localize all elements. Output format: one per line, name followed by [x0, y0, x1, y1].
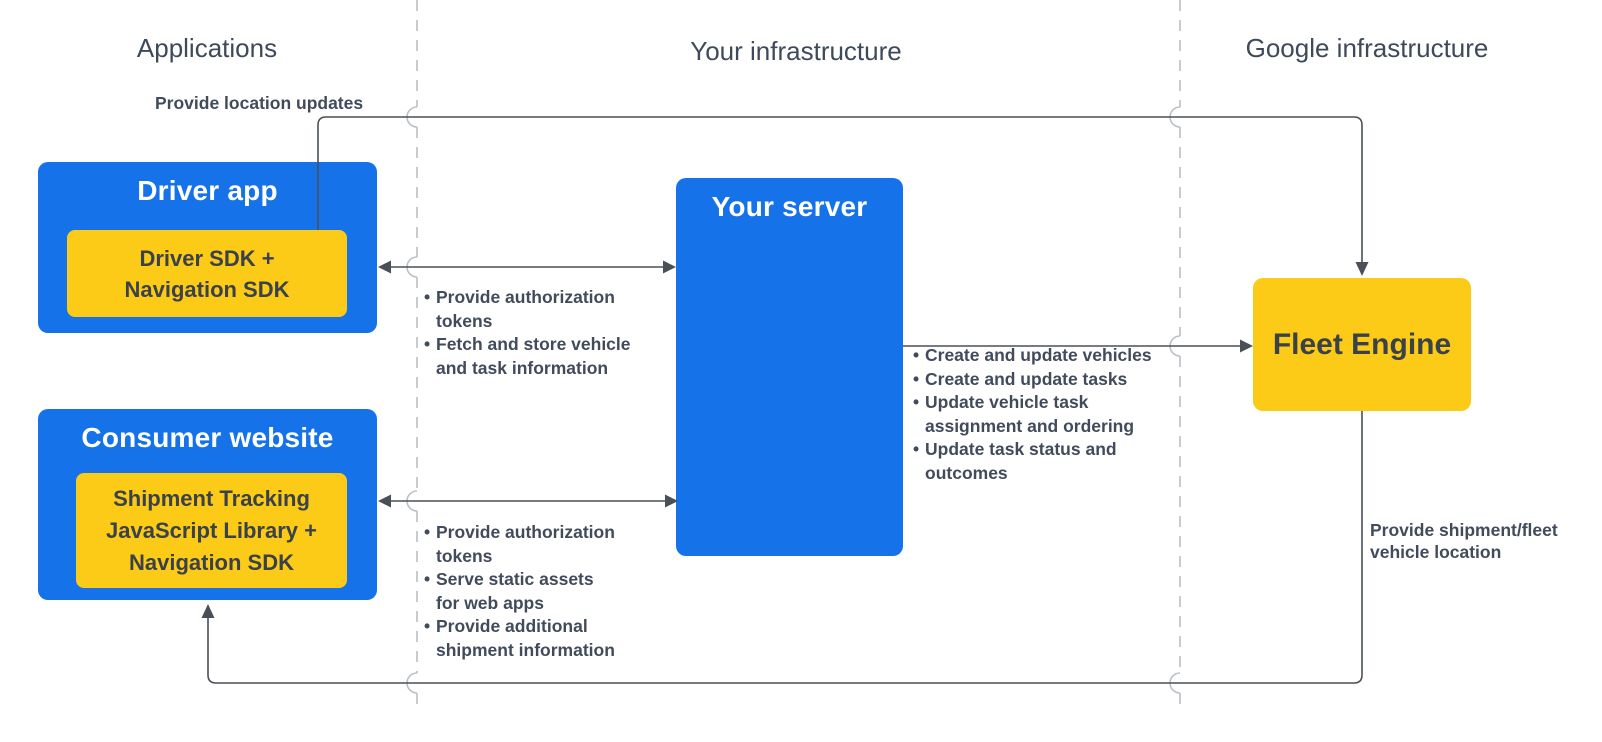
driver-server-bullet-list: •Provide authorization tokens•Fetch and …: [424, 286, 659, 380]
bullet-dot: •: [424, 569, 431, 589]
arrowhead-right-your-server: [663, 260, 676, 274]
fleet-engine-title: Fleet Engine: [1272, 327, 1452, 361]
bullet-text: Fetch and store vehicle and task informa…: [436, 334, 631, 378]
arrowhead-left-consumer-website: [378, 494, 391, 508]
shipment-tracking-sdk-box: Shipment Tracking JavaScript Library + N…: [76, 473, 347, 588]
bullet-item: •Update vehicle task assignment and orde…: [913, 391, 1178, 438]
driver-app-title: Driver app: [137, 175, 278, 206]
edge-label-location-updates: Provide location updates: [155, 93, 364, 113]
server-fleet-bullet-list: •Create and update vehicles•Create and u…: [913, 344, 1178, 485]
column-header-your-infrastructure: Your infrastructure: [690, 36, 902, 66]
bullet-dot: •: [913, 439, 920, 459]
bullet-item: •Serve static assets for web apps: [424, 568, 659, 615]
bullet-text: Update vehicle task assignment and order…: [925, 392, 1135, 436]
bullet-dot: •: [424, 522, 431, 542]
bullet-dot: •: [424, 334, 431, 354]
consumer-website-node: Consumer website Shipment Tracking JavaS…: [38, 409, 377, 600]
your-server-node: Your server: [676, 178, 903, 556]
bullet-item: •Fetch and store vehicle and task inform…: [424, 333, 659, 380]
bullet-dot: •: [424, 616, 431, 636]
column-header-google-infrastructure: Google infrastructure: [1245, 33, 1489, 63]
bullet-dot: •: [913, 345, 920, 365]
column-header-applications: Applications: [136, 33, 278, 63]
bullet-text: Provide authorization tokens: [436, 287, 615, 331]
arrowhead-right-fleet-engine: [1240, 339, 1253, 353]
bullet-text: Provide additional shipment information: [436, 616, 615, 660]
bullet-item: •Provide additional shipment information: [424, 615, 659, 662]
driver-sdk-box: Driver SDK + Navigation SDK: [67, 230, 347, 317]
bullet-item: •Provide authorization tokens: [424, 286, 659, 333]
bullet-dot: •: [424, 287, 431, 307]
bullet-item: •Create and update vehicles: [913, 344, 1178, 368]
connector-driver-server: [378, 260, 676, 274]
bullet-text: Create and update vehicles: [925, 345, 1152, 365]
driver-app-node: Driver app Driver SDK + Navigation SDK: [38, 162, 377, 333]
bullet-dot: •: [913, 392, 920, 412]
arrowhead-left-driver-app: [378, 260, 391, 274]
consumer-website-title: Consumer website: [81, 422, 334, 453]
bullet-text: Create and update tasks: [925, 368, 1128, 389]
arrowhead-down-fleet-engine: [1355, 262, 1369, 276]
connector-consumer-server: [378, 494, 678, 508]
edge-label-shipment-location: Provide shipment/fleet vehicle location: [1370, 520, 1558, 562]
bullet-item: •Provide authorization tokens: [424, 521, 659, 568]
divider-your-infrastructure: [406, 0, 418, 706]
fleet-engine-node: Fleet Engine: [1253, 278, 1471, 411]
your-server-title: Your server: [711, 191, 868, 222]
bullet-dot: •: [913, 368, 920, 389]
bullet-item: •Create and update tasks: [913, 368, 1178, 392]
bullet-item: •Update task status and outcomes: [913, 438, 1178, 485]
bullet-text: Serve static assets for web apps: [436, 569, 594, 613]
consumer-server-bullet-list: •Provide authorization tokens•Serve stat…: [424, 521, 659, 662]
bullet-text: Update task status and outcomes: [925, 439, 1117, 483]
arrowhead-up-consumer-website: [201, 604, 215, 618]
bullet-text: Provide authorization tokens: [436, 522, 615, 566]
